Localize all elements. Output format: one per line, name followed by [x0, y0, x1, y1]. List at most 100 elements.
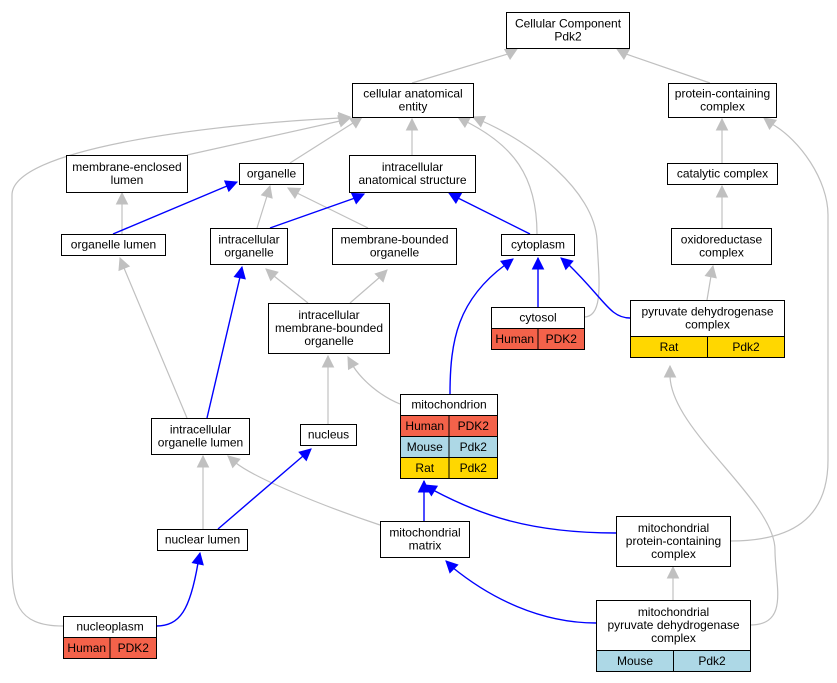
arrowhead	[337, 111, 352, 125]
edge-nl-to-nuc	[217, 448, 312, 530]
edge-np-to-nl	[155, 551, 204, 627]
term-label: oxidoreductase	[681, 233, 763, 247]
term-label: matrix	[409, 539, 442, 553]
arrowhead	[663, 364, 677, 378]
edge-iol-to-io	[206, 265, 246, 419]
gene-label: PDK2	[118, 641, 150, 655]
term-label: complex	[685, 318, 730, 332]
term-label: catalytic complex	[677, 167, 768, 181]
term-label: organelle	[370, 246, 420, 260]
edge-mm-to-iol	[227, 455, 381, 526]
arrowhead	[424, 484, 439, 497]
arrowhead	[347, 356, 360, 371]
edge-pdc-to-oxc	[704, 264, 717, 301]
term-label: nucleoplasm	[76, 620, 143, 634]
arrowhead	[233, 265, 246, 280]
edge-pcc-to-root	[616, 48, 711, 84]
term-node-org[interactable]: organelle	[239, 163, 304, 185]
edge-mito-to-cyto	[449, 258, 514, 395]
edge-line	[445, 560, 597, 624]
term-label: mitochondrion	[411, 398, 486, 412]
arrowhead	[348, 116, 363, 129]
term-box	[668, 83, 777, 118]
term-label: complex	[651, 631, 696, 645]
term-label: anatomical structure	[358, 173, 466, 187]
gene-label: Pdk2	[460, 461, 488, 475]
term-label: intracellular	[298, 308, 359, 322]
edge-line	[206, 266, 243, 419]
arrowhead	[500, 258, 514, 271]
edge-ias-to-cae	[405, 117, 419, 155]
edge-line	[669, 366, 779, 626]
term-label: organelle	[304, 334, 354, 348]
term-label: pyruvate dehydrogenase	[641, 305, 773, 319]
term-box	[66, 155, 188, 193]
arrowhead	[191, 551, 204, 566]
term-label: Pdk2	[554, 30, 582, 44]
edge-line	[155, 552, 201, 627]
term-node-cyto[interactable]: cytoplasm	[501, 234, 575, 256]
edge-nl-to-iol	[196, 454, 210, 529]
term-label: pyruvate dehydrogenase	[607, 618, 739, 632]
term-label: cytosol	[519, 311, 556, 325]
term-node-nuc[interactable]: nucleus	[300, 424, 357, 446]
edge-line	[448, 192, 531, 235]
gene-cell	[707, 336, 785, 358]
edge-mbo-to-org	[287, 187, 369, 229]
edge-mpdc-to-mm	[445, 560, 597, 624]
edge-line	[560, 257, 631, 319]
gene-cell	[537, 328, 585, 350]
term-label: complex	[651, 547, 696, 561]
edge-nuc-to-imbo	[321, 354, 335, 424]
term-box	[157, 529, 248, 551]
arrowhead	[321, 354, 335, 368]
term-label: complex	[700, 100, 745, 114]
term-box	[268, 303, 390, 354]
edge-pdc-to-cyto	[560, 257, 631, 319]
arrowhead	[666, 565, 680, 579]
edge-line	[616, 48, 711, 84]
edge-mpdc-to-pdc	[663, 364, 779, 626]
edge-np-to-cae	[11, 111, 352, 627]
term-box	[61, 234, 166, 256]
edge-mel-to-cae	[186, 115, 352, 156]
term-node-orgl[interactable]: organelle lumen	[61, 234, 166, 256]
species-label: Rat	[415, 461, 434, 475]
term-label: entity	[399, 100, 428, 114]
term-box	[506, 12, 630, 49]
arrowhead	[298, 448, 312, 462]
term-label: membrane-enclosed	[72, 160, 181, 174]
edge-orgl-to-mel	[115, 191, 129, 234]
term-node-cat[interactable]: catalytic complex	[667, 163, 778, 185]
term-box	[210, 228, 288, 265]
term-node-nl[interactable]: nuclear lumen	[157, 529, 248, 551]
edge-iol-to-orgl	[118, 256, 188, 419]
gene-label: PDK2	[546, 332, 578, 346]
species-label: Mouse	[407, 440, 443, 454]
gene-label: PDK2	[458, 419, 490, 433]
edge-cytosol-to-cae	[471, 115, 600, 318]
term-box	[380, 521, 470, 558]
term-label: membrane-bounded	[340, 233, 448, 247]
term-label: mitochondrial	[389, 526, 460, 540]
edge-line	[411, 48, 518, 84]
arrowhead	[616, 48, 631, 61]
